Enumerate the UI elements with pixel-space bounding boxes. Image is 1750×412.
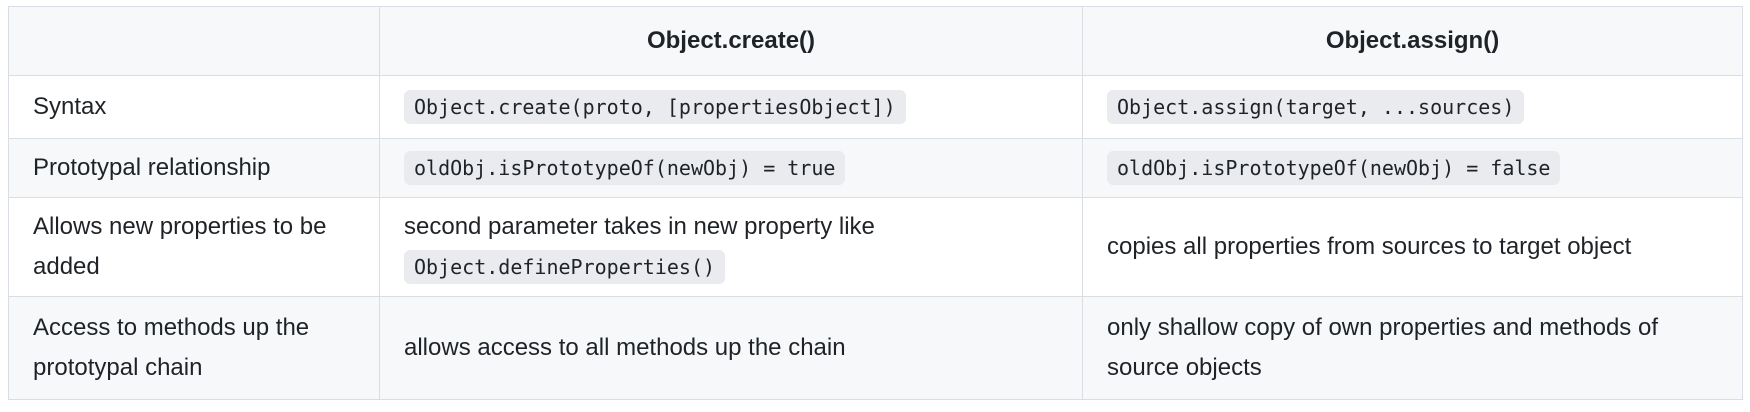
create-prototype-code: oldObj.isPrototypeOf(newObj) = true	[404, 151, 846, 185]
row-label-syntax: Syntax	[8, 75, 380, 139]
table-row-new-properties: Allows new properties to be added second…	[8, 197, 1743, 297]
header-row: Object.create() Object.assign()	[8, 6, 1743, 76]
header-object-assign: Object.assign()	[1082, 6, 1743, 76]
assign-prototype-code: oldObj.isPrototypeOf(newObj) = false	[1107, 151, 1561, 185]
assign-syntax-cell: Object.assign(target, ...sources)	[1082, 75, 1743, 139]
row-label-new-properties: Allows new properties to be added	[8, 197, 380, 297]
comparison-table-container: Object.create() Object.assign() Syntax O…	[8, 6, 1743, 400]
comparison-table: Object.create() Object.assign() Syntax O…	[8, 6, 1743, 400]
header-object-create: Object.create()	[379, 6, 1083, 76]
create-method-access-cell: allows access to all methods up the chai…	[379, 296, 1083, 400]
create-new-properties-code: Object.defineProperties()	[404, 250, 726, 284]
create-new-properties-text: second parameter takes in new property l…	[404, 213, 875, 240]
row-label-method-access: Access to methods up the prototypal chai…	[8, 296, 380, 400]
assign-new-properties-cell: copies all properties from sources to ta…	[1082, 197, 1743, 297]
row-label-prototypal-relationship: Prototypal relationship	[8, 138, 380, 198]
create-new-properties-cell: second parameter takes in new property l…	[379, 197, 1083, 297]
assign-method-access-cell: only shallow copy of own properties and …	[1082, 296, 1743, 400]
table-row-syntax: Syntax Object.create(proto, [propertiesO…	[8, 75, 1743, 139]
create-prototype-cell: oldObj.isPrototypeOf(newObj) = true	[379, 138, 1083, 198]
assign-prototype-cell: oldObj.isPrototypeOf(newObj) = false	[1082, 138, 1743, 198]
assign-syntax-code: Object.assign(target, ...sources)	[1107, 90, 1525, 124]
create-syntax-cell: Object.create(proto, [propertiesObject])	[379, 75, 1083, 139]
header-empty-cell	[8, 6, 380, 76]
table-row-prototypal-relationship: Prototypal relationship oldObj.isPrototy…	[8, 138, 1743, 198]
create-syntax-code: Object.create(proto, [propertiesObject])	[404, 90, 906, 124]
table-row-method-access: Access to methods up the prototypal chai…	[8, 296, 1743, 400]
